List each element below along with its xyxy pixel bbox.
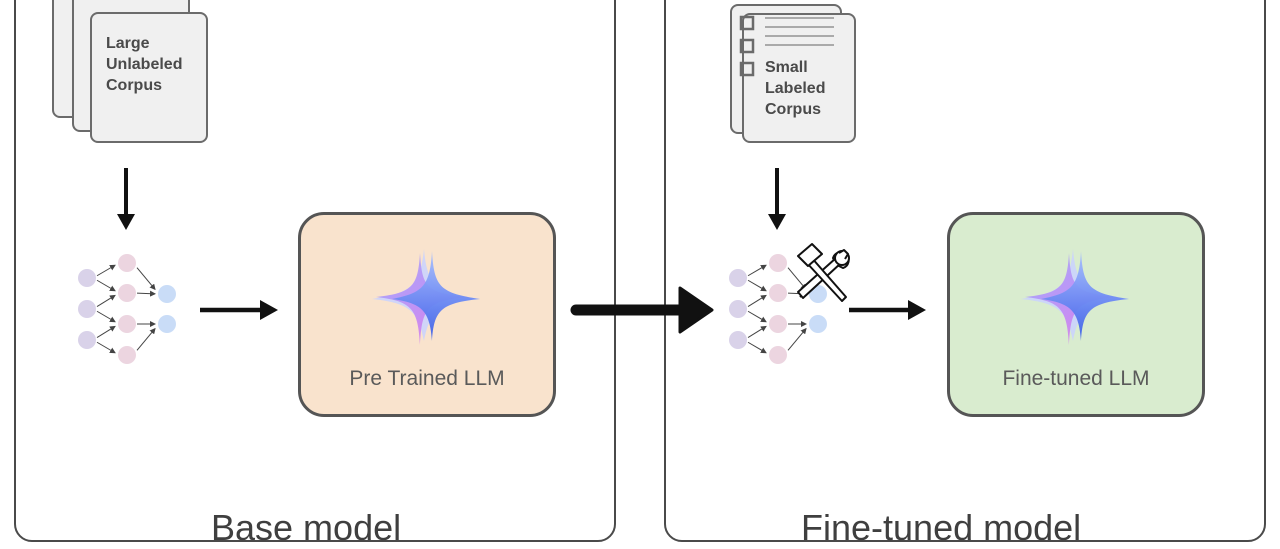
input-neuron <box>78 269 96 287</box>
down-arrow-finetune <box>768 168 786 230</box>
hidden-neuron <box>118 346 136 364</box>
hidden-neuron <box>118 284 136 302</box>
base-model-panel <box>14 0 616 542</box>
connection-arrow <box>96 294 116 308</box>
arrow-network-to-finetuned <box>849 300 926 320</box>
large-unlabeled-corpus-label: Large Unlabeled Corpus <box>106 35 183 94</box>
pretrained-llm-label: Pre Trained LLM <box>349 367 505 390</box>
input-neuron <box>78 331 96 349</box>
output-neuron <box>809 315 827 333</box>
input-neuron <box>78 300 96 318</box>
output-neuron <box>158 285 176 303</box>
large-unlabeled-corpus-document: Large Unlabeled Corpus <box>90 12 208 143</box>
hidden-neuron <box>769 254 787 272</box>
connection-arrow <box>136 290 156 297</box>
fine-tuned-model-panel <box>664 0 1266 542</box>
connection-arrow <box>747 264 767 277</box>
connection-arrow <box>747 310 767 323</box>
neural-network-icon <box>78 254 176 364</box>
connection-arrow <box>747 279 767 292</box>
connection-arrow <box>787 327 807 351</box>
small-labeled-corpus-label: Small Labeled Corpus <box>765 59 826 118</box>
connection-arrow <box>96 310 116 323</box>
hidden-neuron <box>118 315 136 333</box>
input-neuron <box>729 269 747 287</box>
checklist-icon <box>739 15 834 77</box>
hidden-neuron <box>769 315 787 333</box>
sparkle-star-icon <box>1021 249 1129 345</box>
output-neuron <box>158 315 176 333</box>
connection-arrow <box>96 341 116 354</box>
neural-network-icon <box>729 254 827 364</box>
hidden-neuron <box>769 284 787 302</box>
star-layer <box>392 251 480 341</box>
hammer-wrench-icon <box>797 243 850 302</box>
star-layer <box>1041 251 1129 341</box>
down-arrow-base <box>117 168 135 230</box>
fine-tuned-model-title: Fine-tuned model <box>801 507 1082 548</box>
arrow-pretrained-to-finetune <box>570 286 714 334</box>
connection-arrow <box>787 267 807 291</box>
sparkle-star-icon <box>372 249 480 345</box>
base-model-title: Base model <box>211 507 402 548</box>
connection-arrow <box>96 279 116 292</box>
connection-arrow <box>136 327 156 351</box>
arrow-network-to-pretrained <box>200 300 278 320</box>
connection-arrow <box>96 325 116 339</box>
input-neuron <box>729 300 747 318</box>
input-neuron <box>729 331 747 349</box>
connection-arrow <box>747 294 767 308</box>
connection-arrow <box>747 341 767 354</box>
small-labeled-corpus-document: Small Labeled Corpus <box>742 13 856 143</box>
hidden-neuron <box>118 254 136 272</box>
connection-arrow <box>747 325 767 339</box>
connection-arrow <box>96 264 116 277</box>
hidden-neuron <box>769 346 787 364</box>
finetuned-llm-label: Fine-tuned LLM <box>1002 367 1150 390</box>
connection-arrow <box>136 267 156 291</box>
